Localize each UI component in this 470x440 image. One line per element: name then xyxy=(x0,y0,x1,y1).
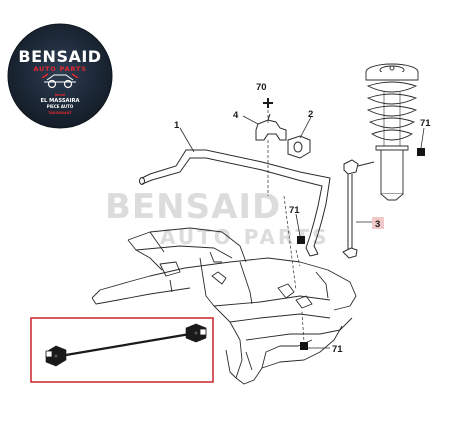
bar-mount-clamp xyxy=(255,113,287,141)
bar-bushing xyxy=(287,135,311,159)
watermark-brand: BENSAID xyxy=(105,187,281,227)
nut-71-shock xyxy=(417,148,425,156)
callout-1: 1 xyxy=(174,120,180,131)
watermark: BENSAID AUTO PARTS xyxy=(105,187,327,249)
nut-71-link xyxy=(297,236,305,244)
callout-3-highlight xyxy=(372,217,384,229)
alignment-lines xyxy=(267,110,305,343)
callout-71-link: 71 xyxy=(289,205,300,216)
callout-71-subframe: 71 xyxy=(332,344,343,355)
subframe xyxy=(91,227,357,385)
part-highlight-box xyxy=(30,317,214,383)
nut-71-subframe xyxy=(300,342,308,350)
callouts: 1 2 3 4 70 71 71 71 xyxy=(174,82,431,355)
brand-logo: BENSAID AUTO PARTS Jamal EL MASSAIRA PIE… xyxy=(7,23,113,129)
callout-4: 4 xyxy=(233,110,239,121)
logo-small-text: Jamal xyxy=(54,93,66,97)
logo-city: TAROUDANT xyxy=(48,111,72,115)
logo-brand: BENSAID xyxy=(18,47,101,66)
bolt-70 xyxy=(263,98,273,108)
callout-70: 70 xyxy=(256,82,267,93)
shock-absorber xyxy=(365,63,419,201)
nut-markers xyxy=(297,148,425,350)
leader-lines xyxy=(179,115,425,349)
stabilizer-link-closeup xyxy=(45,323,207,367)
wrench-car-icon xyxy=(41,73,79,89)
logo-place: EL MASSAIRA xyxy=(40,98,79,104)
callout-3: 3 xyxy=(375,219,380,230)
anti-roll-bar xyxy=(139,149,331,257)
logo-sub: PIECE AUTO xyxy=(47,104,74,109)
stabilizer-link xyxy=(342,159,375,259)
logo-tagline: AUTO PARTS xyxy=(33,65,86,73)
callout-71-shock: 71 xyxy=(420,118,431,129)
callout-2: 2 xyxy=(308,109,313,120)
